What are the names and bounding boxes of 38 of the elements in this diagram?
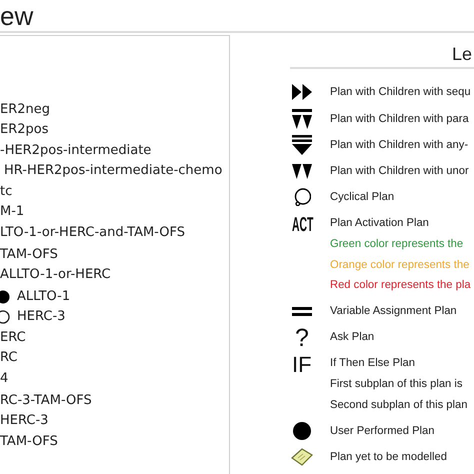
- legend-text: Plan with Children with any-: [330, 138, 468, 153]
- legend-text: Plan Activation Plan: [330, 216, 429, 231]
- act-symbol: ACT: [292, 216, 314, 234]
- tree-item: ER2neg: [0, 102, 50, 118]
- question-symbol: ?: [295, 325, 309, 351]
- tree-item: tc: [0, 184, 12, 200]
- tree-item: M-1: [0, 204, 24, 220]
- tree-item: HERC-3: [0, 413, 48, 429]
- panel-heading: Le: [452, 43, 472, 65]
- tree-item: LTO-1-or-HERC-and-TAM-OFS: [0, 225, 185, 241]
- legend-note: Green color represents the: [330, 237, 464, 252]
- legend-text: First subplan of this plan is: [330, 377, 462, 392]
- legend-text: If Then Else Plan: [330, 356, 415, 371]
- legend-text: Plan yet to be modelled: [330, 450, 447, 465]
- legend-text: Second subplan of this plan: [330, 398, 468, 413]
- tree-item: ALLTO-1-or-HERC: [0, 267, 111, 283]
- tree-item: -HER2pos-intermediate: [0, 143, 152, 159]
- tree-item: TAM-OFS: [0, 434, 58, 450]
- tree-item: RC-3-TAM-OFS: [0, 393, 92, 409]
- legend-text: Plan with Children with unor: [330, 164, 469, 179]
- legend-text: User Performed Plan: [330, 424, 434, 439]
- tree-item: RC: [0, 350, 18, 366]
- tree-item: ALLTO-1: [17, 289, 70, 305]
- tree-item: 4: [0, 371, 8, 387]
- legend-text: Plan with Children with sequ: [330, 85, 471, 100]
- legend-note: Orange color represents the: [330, 258, 470, 273]
- page-heading: ew: [0, 1, 34, 31]
- tree-item: HR-HER2pos-intermediate-chemo: [4, 163, 222, 179]
- legend-text: Ask Plan: [330, 330, 374, 345]
- legend-text: Variable Assignment Plan: [330, 304, 457, 319]
- legend-text: Plan with Children with para: [330, 112, 469, 127]
- legend-note: Red color represents the pla: [330, 278, 471, 293]
- tree-item: TAM-OFS: [0, 247, 58, 263]
- tree-item: HERC-3: [17, 309, 66, 325]
- tree-item: ERC: [0, 330, 26, 346]
- tree-item: ER2pos: [0, 122, 48, 138]
- if-symbol: IF: [292, 356, 312, 374]
- legend-text: Cyclical Plan: [330, 190, 394, 205]
